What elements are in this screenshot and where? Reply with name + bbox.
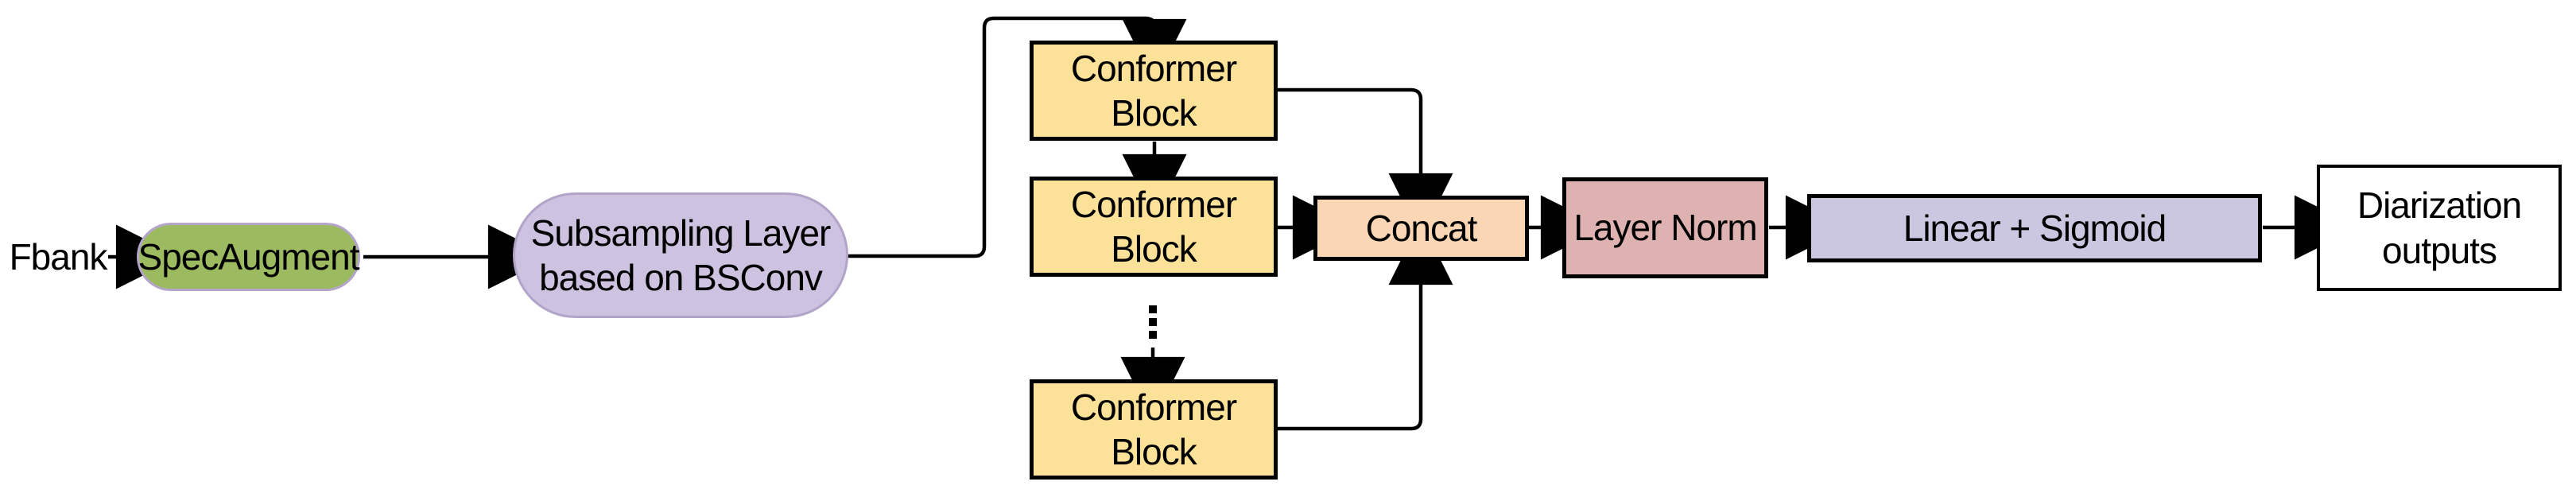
node-linear-sigmoid: Linear + Sigmoid [1807, 194, 2262, 262]
conformer-1-label-line-1: Conformer [1070, 47, 1237, 89]
input-label-fbank: Fbank [6, 233, 110, 281]
node-layer-norm: Layer Norm [1562, 177, 1768, 278]
conformer-2-label-line-2: Block [1111, 228, 1197, 270]
conformer-n-label-line-1: Conformer [1070, 386, 1237, 428]
outputs-label-line-1: Diarization [2357, 184, 2522, 227]
conformer-2-label-line-1: Conformer [1070, 183, 1237, 225]
node-conformer-block-2: Conformer Block [1030, 177, 1278, 277]
node-subsampling-layer: Subsampling Layer based on BSConv [513, 192, 848, 318]
node-conformer-block-1: Conformer Block [1030, 41, 1278, 141]
node-concat: Concat [1313, 196, 1529, 261]
outputs-label-line-2: outputs [2382, 229, 2497, 271]
node-conformer-block-n: Conformer Block [1030, 379, 1278, 480]
concat-label: Concat [1365, 207, 1478, 249]
edge-conformer1-to-concat-top [1278, 87, 1453, 238]
layer-norm-label: Layer Norm [1573, 207, 1757, 249]
edge-conformer-n-to-concat-bottom [1278, 220, 1453, 431]
conformer-n-label-line-2: Block [1111, 431, 1197, 472]
edge-subsampling-to-conformer-top [848, 16, 1187, 258]
node-diarization-outputs: Diarization outputs [2317, 165, 2562, 291]
linear-sigmoid-label: Linear + Sigmoid [1903, 207, 2167, 249]
fbank-label: Fbank [9, 235, 108, 278]
repeat-ellipsis-dots [1149, 305, 1157, 339]
conformer-1-label-line-2: Block [1111, 92, 1197, 134]
subsampling-label-line-1: Subsampling Layer [530, 212, 832, 254]
node-specaugment: SpecAugment [137, 223, 360, 291]
subsampling-label-line-2: based on BSConv [539, 257, 823, 298]
specaugment-label: SpecAugment [138, 235, 360, 278]
